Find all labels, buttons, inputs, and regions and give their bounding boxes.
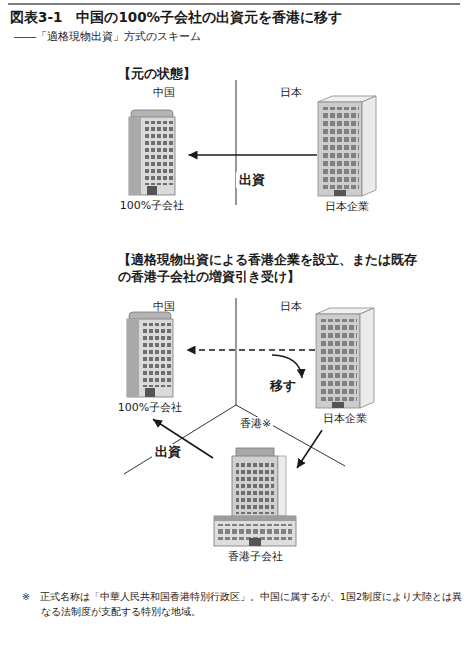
building-icon [316,308,374,408]
company-name: 日本企業 [315,412,375,426]
footnote: ※ 正式名称は「中華人民共和国香港特別行政区」。中国に属するが、1国2制度により… [22,590,465,619]
callout-label: 移す [270,378,296,395]
figure-title: 図表3-1 中国の100%子会社の出資元を香港に移す [10,8,342,26]
region-label: 中国 [153,86,175,101]
company-node: 日本企業 [317,96,377,218]
region-label: 香港※ [240,417,273,432]
flow-arrow [187,349,316,351]
company-name: 香港子会社 [213,550,297,564]
section-heading: 【元の状態】 [118,66,196,83]
company-name: 100%子会社 [116,199,189,213]
building-icon [214,448,296,546]
callout-arrow [272,355,302,378]
edge-label: 出資 [236,172,268,188]
company-name: 100%子会社 [114,401,187,415]
building-icon [129,110,175,195]
top-rule [8,3,460,5]
building-icon [127,312,173,397]
company-name: 日本企業 [317,200,377,214]
edge-label: 出資 [152,444,184,460]
region-label: 日本 [280,300,302,315]
company-node: 日本企業 [315,308,375,430]
region-label: 日本 [280,86,302,101]
section-heading: 【適格現物出資による香港企業を設立、または既存の香港子会社の増資引き受け】 [118,252,418,286]
flow-arrow [297,430,322,468]
subtitle: ――「適格現物出資」方式のスキーム [14,30,201,45]
company-node: 100%子会社 [114,312,187,419]
region-divider [236,298,237,405]
flow-arrow [189,154,318,156]
region-label: 中国 [153,300,175,315]
company-node: 香港子会社 [213,448,297,568]
company-node: 100%子会社 [116,110,189,217]
building-icon [318,96,376,196]
region-divider [124,405,236,474]
